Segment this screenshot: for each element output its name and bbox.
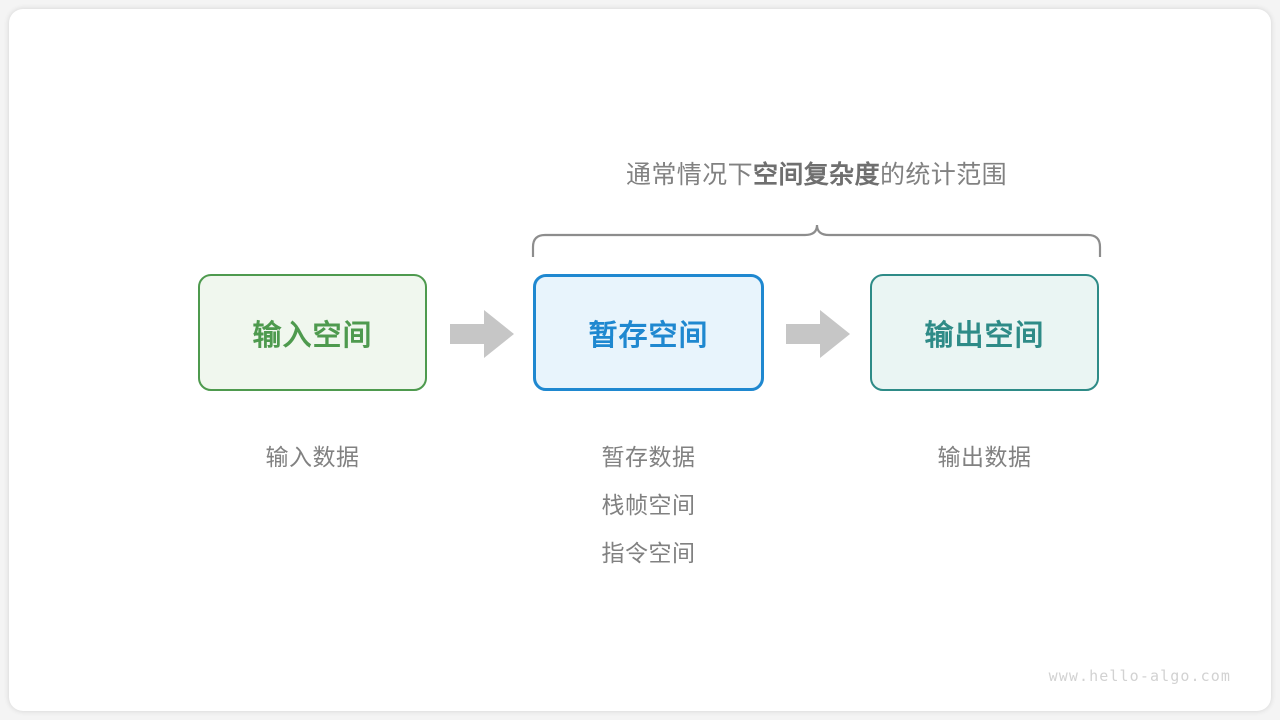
arrow-right-icon xyxy=(786,310,850,358)
diagram-card: 通常情况下空间复杂度的统计范围 输入空间 暂存空间 输出空间 xyxy=(9,9,1271,711)
node-output-space-label: 输出空间 xyxy=(924,319,1045,352)
curly-brace xyxy=(524,207,1109,257)
node-temp-space-label: 暂存空间 xyxy=(588,319,709,352)
node-input-space-label: 输入空间 xyxy=(252,319,373,352)
brace-title-prefix: 通常情况下 xyxy=(625,161,753,189)
brace-title: 通常情况下空间复杂度的统计范围 xyxy=(509,155,1124,191)
node-temp-space: 暂存空间 xyxy=(533,274,764,391)
brace-title-emphasis: 空间复杂度 xyxy=(752,161,880,189)
node-output-space: 输出空间 xyxy=(870,274,1099,391)
caption-temp-data: 暂存数据 栈帧空间 指令空间 xyxy=(533,433,764,577)
caption-line: 输入数据 xyxy=(265,444,360,470)
caption-input-data: 输入数据 xyxy=(198,433,427,481)
caption-line: 栈帧空间 xyxy=(601,492,696,518)
node-input-space: 输入空间 xyxy=(198,274,427,391)
caption-output-data: 输出数据 xyxy=(870,433,1099,481)
caption-line: 指令空间 xyxy=(601,540,696,566)
brace-title-suffix: 的统计范围 xyxy=(880,161,1008,189)
caption-line: 暂存数据 xyxy=(601,444,696,470)
caption-line: 输出数据 xyxy=(937,444,1032,470)
arrow-right-icon xyxy=(450,310,514,358)
watermark: www.hello-algo.com xyxy=(1048,667,1231,685)
